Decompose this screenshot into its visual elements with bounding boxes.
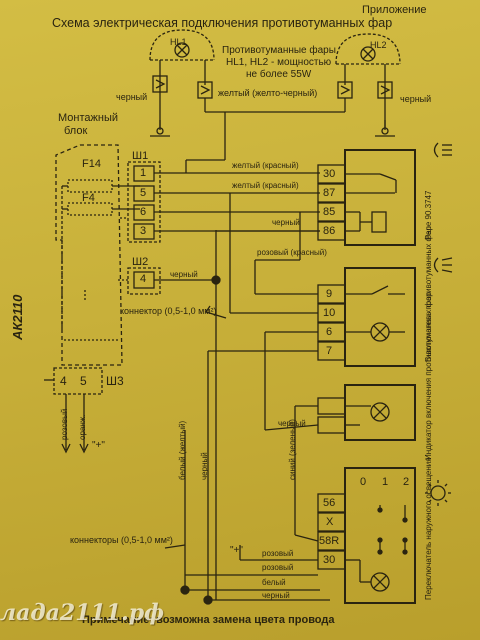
- relay-wire-label: желтый (красный): [232, 161, 299, 170]
- relay-pin: 86: [323, 225, 336, 237]
- plus-mark-2: "+": [230, 545, 243, 556]
- sh3-pin: 4: [60, 374, 67, 388]
- sh3-label: Ш3: [106, 374, 124, 388]
- light-switch-label: Переключатель наружного освещения: [424, 457, 433, 600]
- switch-wire-pink: розовый (красный): [257, 248, 327, 257]
- relay-pin: 85: [323, 206, 336, 218]
- wire-yellow: желтый (желто-черный): [218, 88, 318, 98]
- sh1-pin: 6: [140, 206, 147, 218]
- sh1-pin: 1: [140, 167, 147, 179]
- mount-block-outline: [55, 144, 123, 366]
- switch-pin: 9: [326, 288, 333, 300]
- plus-mark: "+": [92, 440, 105, 451]
- relay-wire-black: черный: [272, 218, 300, 227]
- light-switch-wire-black: черный: [262, 591, 290, 600]
- switch-pin: 6: [326, 326, 333, 338]
- sh2-pin: 4: [140, 273, 147, 285]
- page-title: Схема электрическая подключения противот…: [52, 16, 393, 30]
- relay-wire-label: желтый (красный): [232, 181, 299, 190]
- light-switch-pin: 30: [323, 554, 336, 566]
- sh1-label: Ш1: [132, 150, 149, 162]
- wire-black-vertical: черный: [200, 452, 209, 480]
- wire-black-left: черный: [116, 92, 148, 102]
- ground-icon: [375, 120, 395, 137]
- relay-pin: 87: [323, 187, 336, 199]
- connector-note: коннектор (0,5-1,0 мм²): [120, 306, 217, 316]
- light-switch-pin: 56: [323, 497, 336, 509]
- switch-position: 0: [360, 476, 367, 488]
- model-side-label: АК2110: [10, 294, 25, 340]
- lamps-caption-2: HL1, HL2 - мощностью: [226, 57, 332, 68]
- sun-icon: [425, 480, 451, 506]
- fuse-f14-label: F14: [82, 158, 101, 170]
- light-switch-wire-white: белый: [262, 578, 286, 587]
- appendix-label: Приложение: [362, 4, 427, 16]
- indicator-label: Индикатор включения противотуманных фар: [424, 292, 433, 460]
- switch-pin: 7: [326, 345, 333, 357]
- fuse-f4-label: F4: [82, 192, 95, 204]
- fog-switch-box: [344, 267, 416, 367]
- light-switch-pin: 58R: [319, 535, 340, 547]
- sh3-wire-pink: розовый: [60, 408, 69, 440]
- wire-white-yellow: белый (желтый): [178, 420, 187, 480]
- light-switch-wire-pink: розовый: [262, 549, 294, 558]
- ground-icon: [150, 120, 170, 137]
- sh3-pin: 5: [80, 374, 87, 388]
- light-switch-pin: X: [326, 516, 334, 528]
- mount-block-title-2: блок: [64, 125, 88, 137]
- mount-block-title-1: Монтажный: [58, 112, 118, 124]
- relay-pin: 30: [323, 168, 336, 180]
- indicator-wire-black: черный: [278, 419, 306, 428]
- sh3-wire-orange: оранж.: [78, 414, 87, 440]
- switch-position: 1: [382, 476, 389, 488]
- watermark: лада2111.рф: [0, 600, 165, 626]
- sh2-label: Ш2: [132, 256, 149, 268]
- switch-pin: 10: [323, 307, 336, 319]
- light-switch-wire-pink: розовый: [262, 563, 294, 572]
- connectors-note: коннекторы (0,5-1,0 мм²): [70, 535, 173, 545]
- lamp-hl2-label: HL2: [370, 40, 387, 50]
- lamps-caption-3: не более 55W: [246, 69, 312, 80]
- sh1-pin: 3: [140, 225, 147, 237]
- wire-blue-green: синий (зеленый): [288, 419, 297, 480]
- switch-position: 2: [403, 476, 410, 488]
- sh1-pin: 5: [140, 187, 147, 199]
- footnote: Примечание: возможна замена цвета провод…: [82, 614, 335, 626]
- sh2-wire-black: черный: [170, 270, 198, 279]
- lamp-hl2: [335, 33, 401, 65]
- lamp-hl1: [149, 29, 215, 61]
- lamp-hl1-label: HL1: [170, 37, 187, 47]
- lamps-caption-1: Противотуманные фары: [222, 45, 336, 56]
- headlight-icon: [433, 257, 453, 273]
- fog-lamp-icon: [433, 142, 452, 158]
- wire-black-right: черный: [400, 94, 432, 104]
